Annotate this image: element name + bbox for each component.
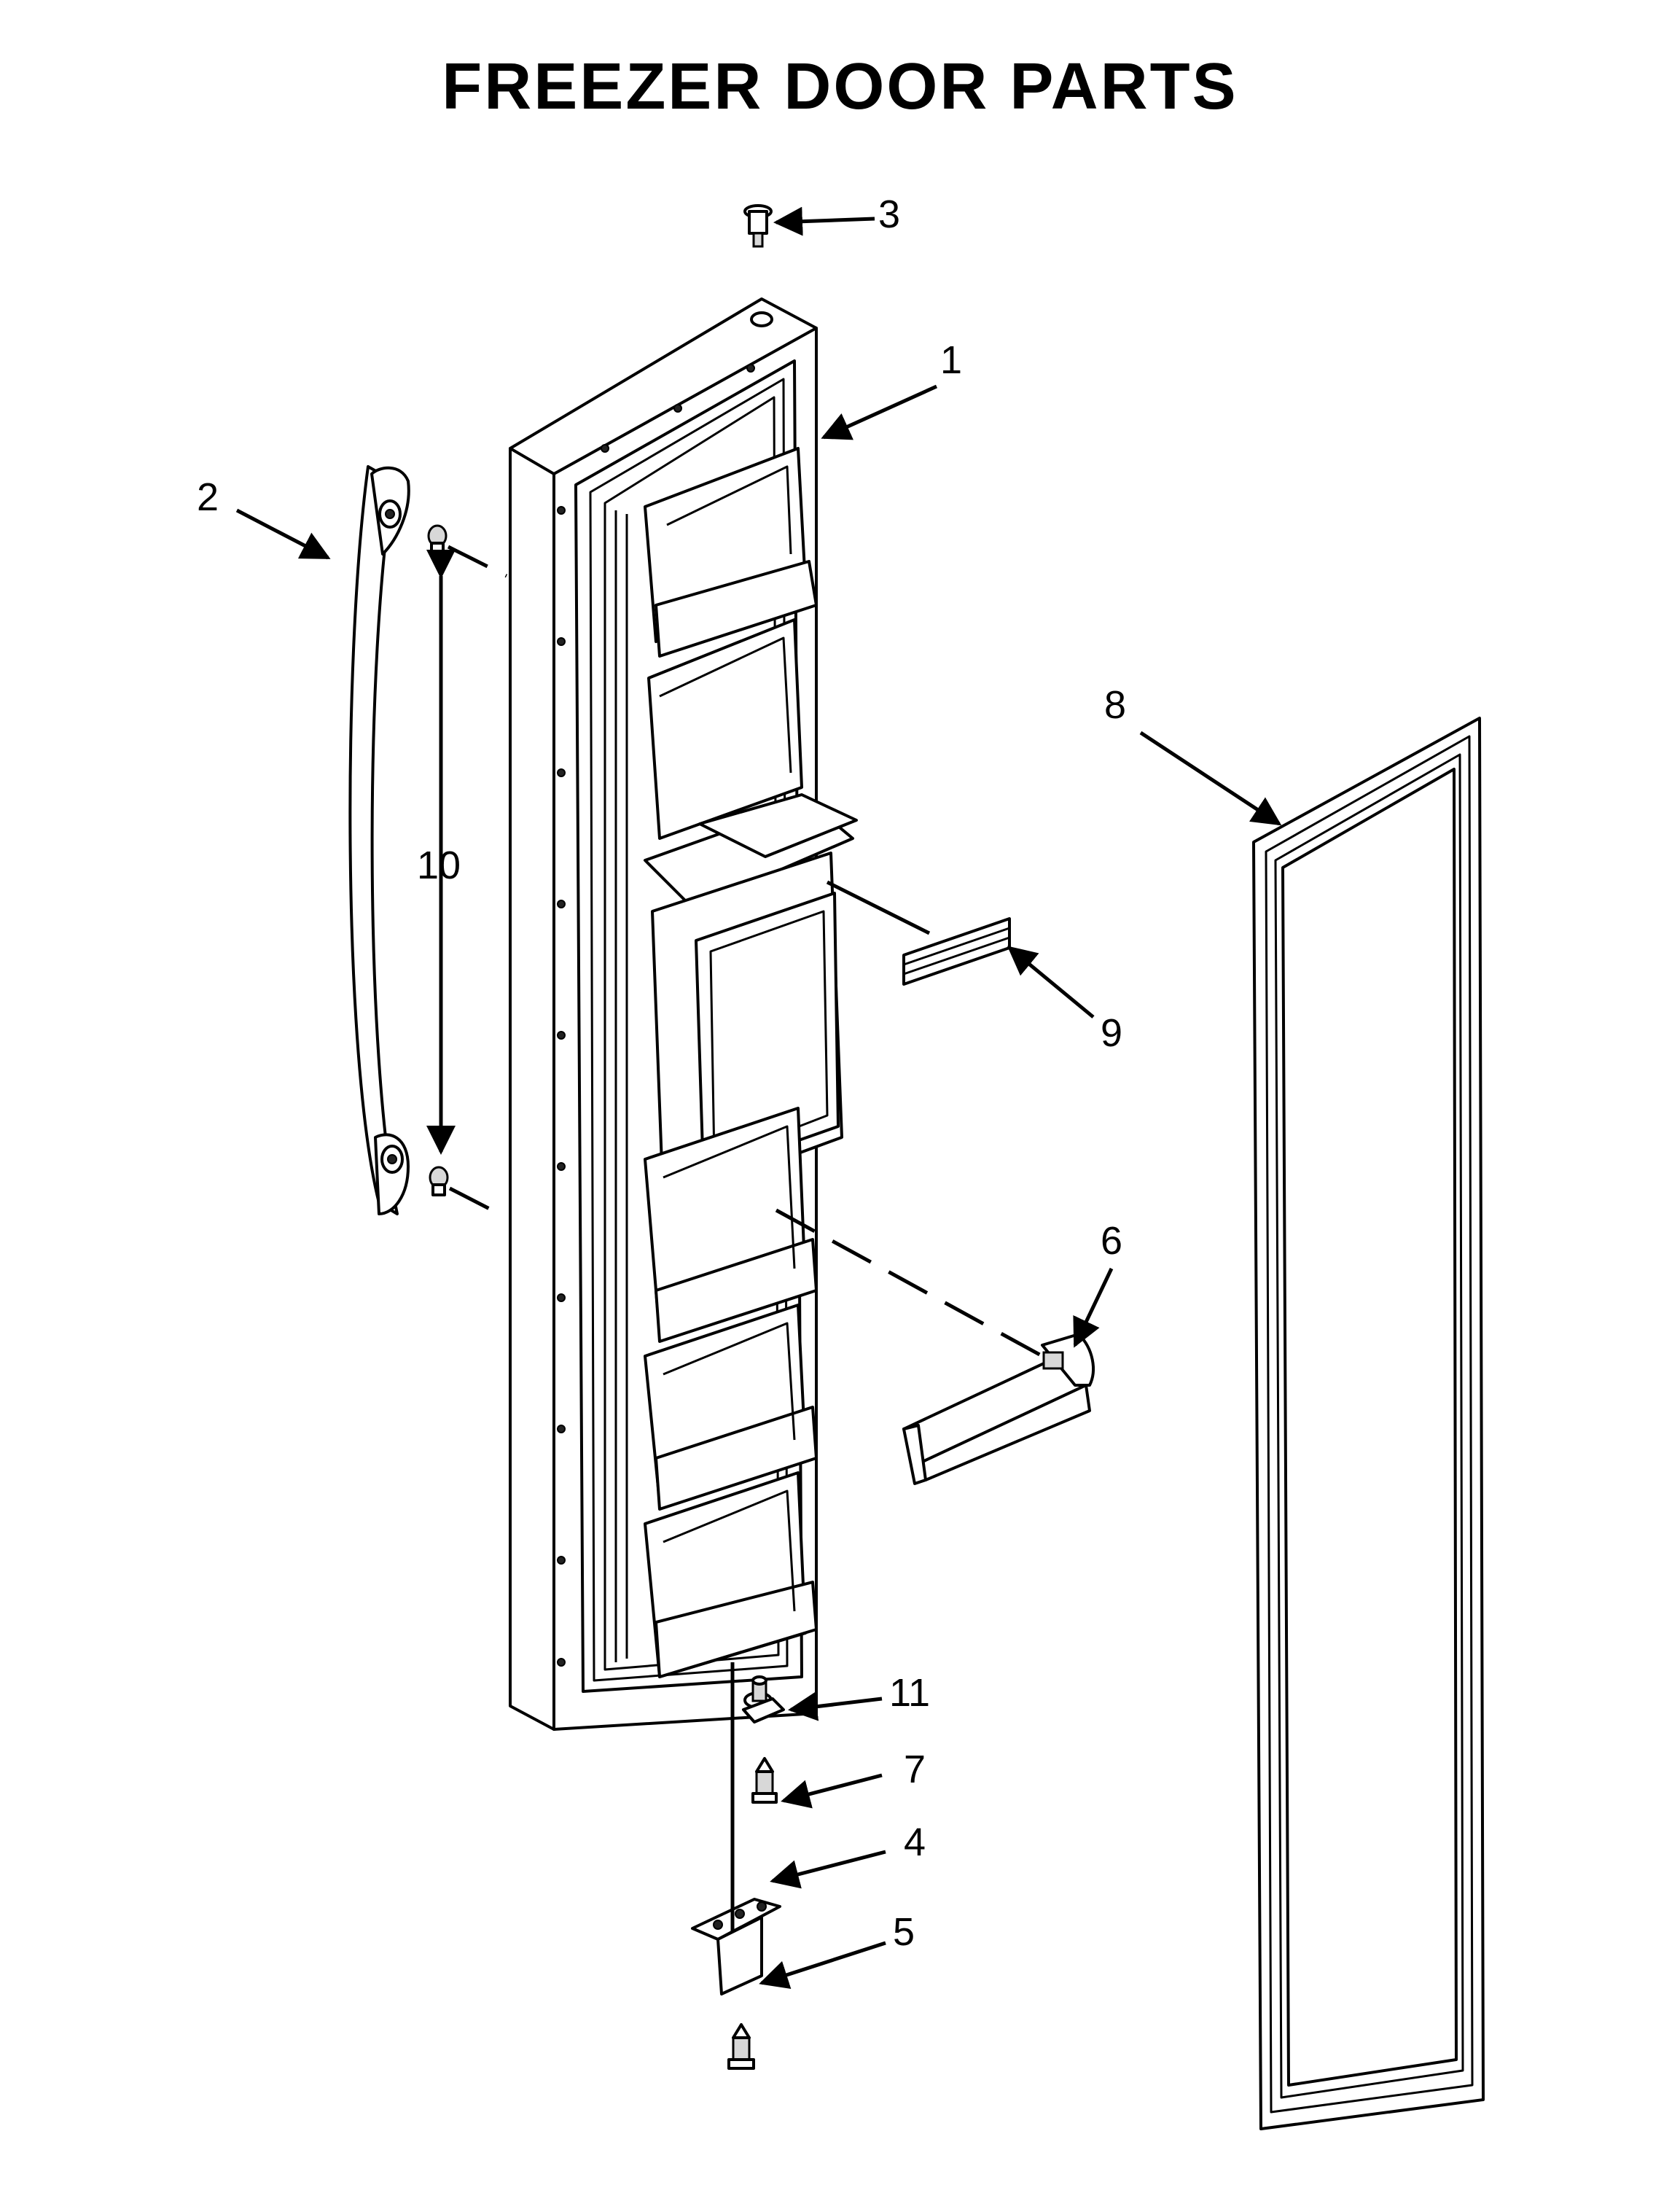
callout-5-leader xyxy=(759,1941,886,1989)
door-screw-dots xyxy=(557,364,755,1667)
dispenser-housing xyxy=(644,793,858,1204)
callout-3-leader xyxy=(773,206,875,236)
screw-part-7[interactable] xyxy=(751,1757,778,1804)
callout-1: 1 xyxy=(940,338,962,382)
door-bin-lower xyxy=(644,1304,818,1511)
screw-part-5[interactable] xyxy=(727,2023,755,2070)
callout-8: 8 xyxy=(1104,683,1126,727)
diagram-title: FREEZER DOOR PARTS xyxy=(442,50,1238,123)
door-bin-middle xyxy=(644,1107,818,1343)
callout-11: 11 xyxy=(889,1671,930,1715)
callout-7-leader xyxy=(781,1773,883,1809)
handle-stud-top-part-10[interactable] xyxy=(427,524,448,555)
bin-assembly-leader xyxy=(775,1208,1044,1358)
callout-9-leader xyxy=(1007,946,1095,1019)
door-bin-upper xyxy=(647,618,803,840)
callout-7: 7 xyxy=(904,1748,926,1791)
freezer-door-part-1[interactable] xyxy=(509,297,858,1731)
callout-2: 2 xyxy=(197,475,219,519)
callout-2-leader xyxy=(235,508,331,560)
callout-9: 9 xyxy=(1101,1011,1122,1055)
callout-8-leader xyxy=(1139,731,1282,826)
hinge-pin-part-11[interactable] xyxy=(742,1675,785,1724)
handle-stud-bottom-part-10[interactable] xyxy=(429,1166,449,1196)
door-gasket-part-8[interactable] xyxy=(1252,717,1485,2130)
hinge-bushing-part-3[interactable] xyxy=(743,204,773,248)
callout-1-leader xyxy=(821,384,938,440)
callout-5: 5 xyxy=(893,1910,915,1954)
callout-4-leader xyxy=(770,1850,886,1889)
door-bin-top xyxy=(644,447,818,658)
callout-3: 3 xyxy=(878,192,900,236)
door-handle-part-2[interactable] xyxy=(348,465,410,1215)
trim-leader xyxy=(826,880,931,935)
callout-6: 6 xyxy=(1101,1219,1122,1263)
callout-4: 4 xyxy=(904,1820,926,1864)
callout-10: 10 xyxy=(417,844,461,887)
liner-ribs xyxy=(614,510,628,1662)
stud-bottom-leader xyxy=(448,1186,508,1220)
door-bin-part-6[interactable] xyxy=(902,1333,1095,1485)
callout-6-leader xyxy=(1073,1267,1114,1348)
callout-11-leader xyxy=(788,1691,883,1721)
stud-top-leader xyxy=(447,545,508,578)
door-bin-bottom xyxy=(644,1471,818,1678)
